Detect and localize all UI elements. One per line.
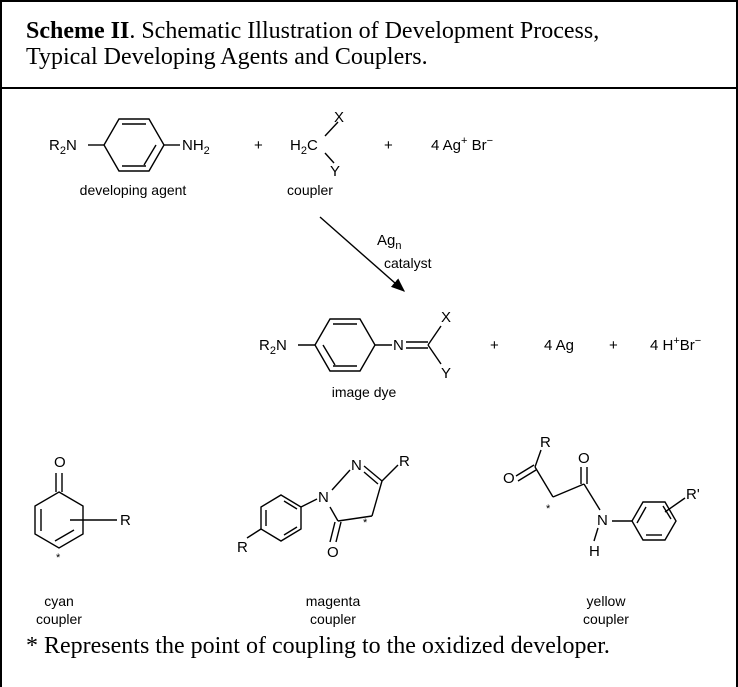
yellow-h: H	[589, 543, 600, 560]
magenta-ring-r: R	[237, 539, 248, 556]
yellow-coupling-point: *	[546, 503, 551, 515]
yellow-o2: O	[578, 450, 590, 467]
magenta-coupler-structure: R N N R * O magenta coupler	[237, 453, 410, 627]
yellow-r-prime: R'	[686, 486, 700, 503]
scheme-title-rest: . Schematic Illustration of Development …	[129, 18, 600, 44]
yellow-label-line2: coupler	[583, 611, 629, 627]
scheme-title: Scheme II. Schematic Illustration of Dev…	[26, 18, 716, 70]
cyan-coupling-point: *	[56, 552, 61, 564]
plus-sign-2: +	[384, 137, 393, 154]
coupling-point-footnote: * Represents the point of coupling to th…	[26, 633, 610, 659]
generic-coupler-structure: H2C X Y coupler	[287, 109, 344, 198]
plus-sign-1: +	[254, 137, 263, 154]
title-divider	[2, 87, 736, 89]
developing-agent-label: developing agent	[80, 182, 187, 198]
coupler-ch2: H2C	[290, 137, 318, 157]
silver-metal: 4 Ag	[544, 337, 574, 354]
plus-sign-3: +	[490, 337, 499, 354]
coupler-label: coupler	[287, 182, 333, 198]
agent-left-group: R2N	[49, 137, 77, 157]
dye-y: Y	[441, 365, 451, 382]
agent-right-group: NH2	[182, 137, 210, 157]
magenta-o: O	[327, 544, 339, 561]
image-dye-label: image dye	[332, 384, 397, 400]
dye-x: X	[441, 309, 451, 326]
cyan-coupler-structure: O R * cyan coupler	[34, 454, 131, 627]
yellow-n: N	[597, 512, 608, 529]
magenta-label-line1: magenta	[306, 593, 361, 609]
magenta-n1: N	[318, 489, 329, 506]
magenta-label-line2: coupler	[310, 611, 356, 627]
cyan-o: O	[54, 454, 66, 471]
magenta-top-r: R	[399, 453, 410, 470]
image-dye-structure: R2N N X Y image dye	[259, 309, 451, 400]
scheme-title-line2: Typical Developing Agents and Couplers.	[26, 44, 428, 70]
yellow-label-line1: yellow	[587, 593, 627, 609]
reaction-arrow: Agn catalyst	[319, 216, 432, 292]
developing-agent-structure: R2N NH2 developing agent	[49, 118, 210, 198]
plus-sign-4: +	[609, 337, 618, 354]
dye-imine-n: N	[393, 337, 404, 354]
dye-left-group: R2N	[259, 337, 287, 357]
coupler-x: X	[334, 109, 344, 126]
hydrobromic-acid: 4 H+Br−	[650, 335, 701, 354]
catalyst-label: catalyst	[384, 255, 432, 271]
yellow-top-r: R	[540, 434, 551, 451]
catalyst-symbol: Agn	[377, 232, 401, 252]
coupler-y: Y	[330, 163, 340, 180]
yellow-coupler-structure: O R * O N H R' yellow coupler	[503, 434, 700, 627]
silver-bromide: 4 Ag+ Br−	[431, 135, 493, 154]
magenta-coupling-point: *	[363, 517, 368, 529]
scheme-title-bold: Scheme II	[26, 18, 130, 44]
cyan-r: R	[120, 512, 131, 529]
yellow-o1: O	[503, 470, 515, 487]
magenta-n2: N	[351, 457, 362, 474]
cyan-label-line1: cyan	[44, 593, 74, 609]
cyan-label-line2: coupler	[36, 611, 82, 627]
